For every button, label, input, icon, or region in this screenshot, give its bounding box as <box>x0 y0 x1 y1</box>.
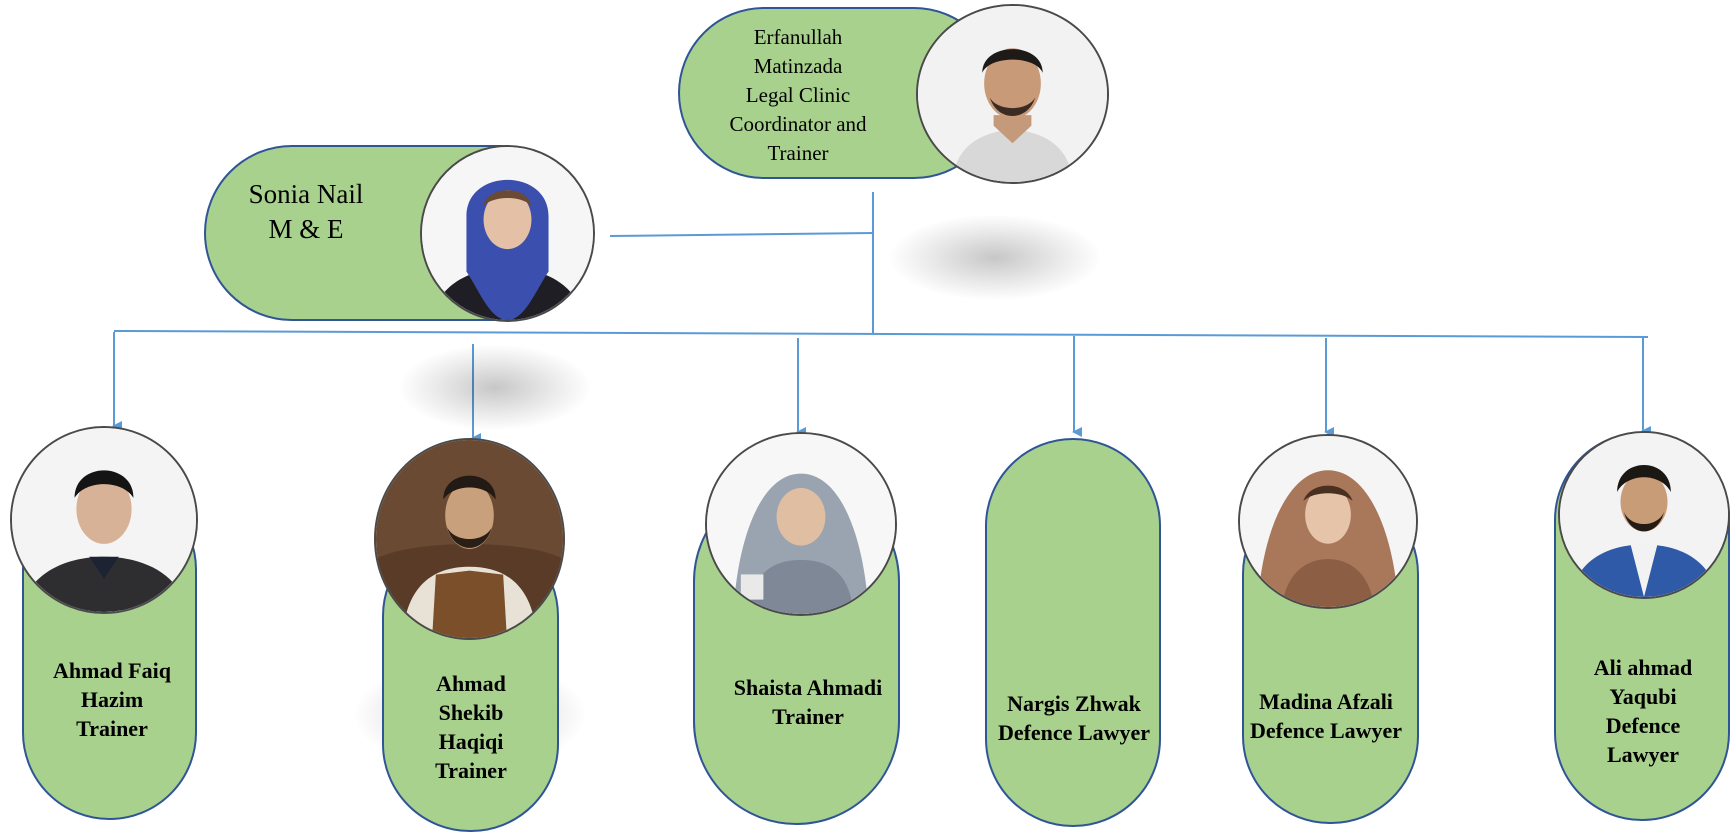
staff-role-line: Trainer <box>435 758 507 783</box>
staff-name: Ahmad Shekib Haqiqi Trainer <box>388 669 554 785</box>
staff-name-line: Hazim <box>80 687 144 712</box>
staff-name-line: Haqiqi <box>438 729 504 754</box>
staff-name: Madina Afzali Defence Lawyer <box>1236 687 1416 745</box>
staff-photo <box>374 438 565 640</box>
soft-shadow <box>400 345 590 430</box>
staff-name-line: Ali ahmad <box>1593 655 1693 680</box>
staff-card <box>985 438 1161 827</box>
coordinator-title-line: Trainer <box>767 141 829 165</box>
staff-name: Ahmad Faiq Hazim Trainer <box>27 656 197 743</box>
staff-name: Nargis Zhwak Defence Lawyer <box>984 689 1164 747</box>
staff-name-line: Shaista Ahmadi <box>733 675 883 700</box>
staff-role-line: Defence Lawyer <box>997 720 1151 745</box>
me-connector-line <box>609 232 874 237</box>
staff-name-line: Ahmad <box>436 671 506 696</box>
coordinator-name-line: Erfanullah <box>753 25 843 49</box>
coordinator-title-line: Legal Clinic <box>745 83 851 107</box>
staff-name-line: Shekib <box>438 700 504 725</box>
staff-photo <box>1238 434 1418 609</box>
soft-shadow <box>890 215 1100 300</box>
staff-name-line: Ahmad Faiq <box>53 658 171 683</box>
me-name: Sonia Nail M & E <box>226 177 386 247</box>
staff-photo <box>705 432 897 616</box>
me-name-line: Sonia Nail <box>248 179 364 209</box>
staff-photo <box>10 426 198 614</box>
coordinator-name-line: Matinzada <box>753 54 843 78</box>
staff-photo <box>1558 431 1730 599</box>
staff-name: Shaista Ahmadi Trainer <box>708 673 908 731</box>
horizontal-bus-line <box>113 330 1649 338</box>
me-photo <box>420 145 595 322</box>
staff-name-line: Madina Afzali <box>1259 689 1393 714</box>
coordinator-name: Erfanullah Matinzada Legal Clinic Coordi… <box>680 23 916 168</box>
coordinator-title-line: Coordinator and <box>729 112 867 136</box>
staff-role-line: Defence Lawyer <box>1249 718 1403 743</box>
staff-role-line: Trainer <box>772 704 844 729</box>
coordinator-photo <box>916 4 1109 184</box>
staff-role-line: Defence <box>1605 713 1681 738</box>
me-role-line: M & E <box>268 214 344 244</box>
staff-name-line: Yaqubi <box>1609 684 1677 709</box>
staff-role-line: Trainer <box>76 716 148 741</box>
staff-name: Ali ahmad Yaqubi Defence Lawyer <box>1558 653 1728 769</box>
staff-role-line: Lawyer <box>1606 742 1680 767</box>
staff-name-line: Nargis Zhwak <box>1007 691 1141 716</box>
